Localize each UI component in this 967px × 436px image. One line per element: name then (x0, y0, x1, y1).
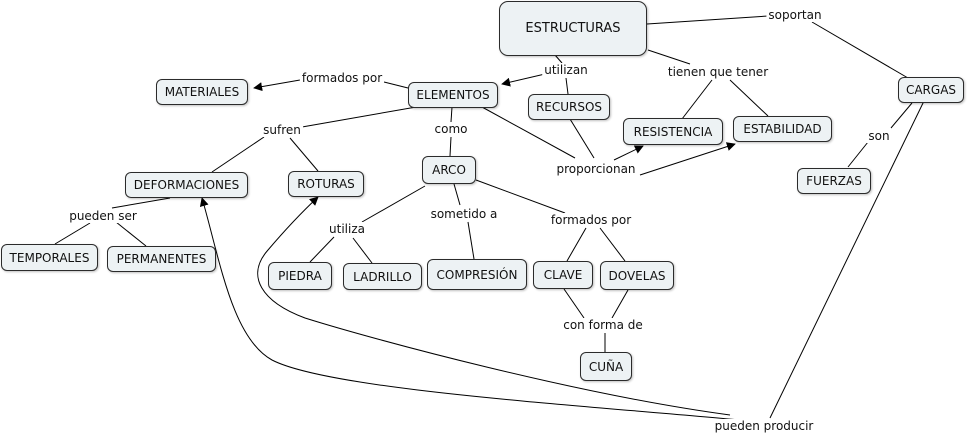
label-utiliza: utiliza (327, 222, 367, 236)
node-elementos[interactable]: ELEMENTOS (408, 82, 498, 108)
label-pueden-producir: pueden producir (712, 419, 816, 433)
link-deformaciones-pueden-ser (111, 197, 171, 209)
link-formados-clave (566, 227, 587, 262)
node-cuna[interactable]: CUÑA (580, 352, 632, 381)
link-utiliza-piedra (309, 236, 335, 263)
node-fuerzas[interactable]: FUERZAS (797, 168, 871, 194)
link-utiliza-ladrillo (352, 237, 373, 264)
link-clave-con-forma (563, 288, 585, 319)
label-formados-por-materiales: formados por (299, 71, 385, 85)
link-estructuras-soportan (646, 15, 769, 25)
link-sufren-deformaciones (211, 136, 265, 173)
link-elementos-proporcionan (481, 106, 576, 159)
node-deformaciones[interactable]: DEFORMACIONES (125, 172, 248, 198)
link-cargas-son (890, 102, 913, 129)
node-arco[interactable]: ARCO (422, 156, 476, 184)
label-pueden-ser: pueden ser (67, 209, 139, 223)
node-estabilidad[interactable]: ESTABILIDAD (733, 116, 832, 142)
link-elementos-formados (383, 81, 409, 89)
label-como: como (432, 122, 470, 136)
link-proporcionan-estabilidad (639, 142, 736, 176)
label-soportan: soportan (766, 8, 824, 22)
node-temporales[interactable]: TEMPORALES (1, 244, 98, 271)
label-tienen-que-tener: tienen que tener (665, 65, 771, 79)
link-utilizan-elementos (501, 73, 546, 87)
link-pueden-ser-temporales (54, 222, 91, 245)
link-pueden-ser-permanentes (115, 221, 147, 247)
link-formados-dovelas (599, 227, 626, 262)
node-permanentes[interactable]: PERMANENTES (107, 246, 216, 272)
link-formados-materiales (253, 79, 301, 92)
link-utilizan-recursos (565, 77, 569, 95)
label-con-forma-de: con forma de (561, 318, 645, 332)
node-estructuras[interactable]: ESTRUCTURAS (499, 1, 647, 56)
link-proporcionan-resistencia (613, 145, 644, 161)
link-elementos-como (450, 106, 453, 123)
link-arco-utiliza (361, 185, 426, 223)
label-utilizan: utilizan (542, 63, 590, 77)
link-sufren-roturas (289, 137, 319, 172)
label-sometido-a: sometido a (428, 207, 500, 221)
link-son-fuerzas (847, 141, 869, 168)
label-sufren: sufren (261, 123, 303, 137)
link-tienen-estabilidad (729, 79, 769, 117)
node-cargas[interactable]: CARGAS (898, 77, 964, 103)
link-soportan-cargas (811, 21, 909, 79)
link-dovelas-con-forma (611, 289, 629, 319)
node-piedra[interactable]: PIEDRA (268, 262, 332, 290)
link-recursos-proporcionan (569, 118, 595, 159)
node-ladrillo[interactable]: LADRILLO (343, 263, 422, 290)
node-roturas[interactable]: ROTURAS (288, 171, 364, 197)
node-compresion[interactable]: COMPRESIÓN (427, 259, 527, 290)
label-formados-por-arco: formados por (548, 213, 634, 227)
link-estructuras-utilizan (554, 54, 563, 64)
node-dovelas[interactable]: DOVELAS (600, 261, 674, 290)
link-pueden-producir-deformaciones (199, 197, 741, 421)
node-resistencia[interactable]: RESISTENCIA (623, 118, 723, 145)
link-estructuras-tienen (647, 49, 691, 65)
link-pueden-producir-roturas (257, 196, 731, 416)
label-proporcionan: proporcionan (554, 162, 638, 176)
link-arco-formados (475, 179, 566, 214)
link-cargas-pueden-producir (769, 100, 925, 419)
node-clave[interactable]: CLAVE (533, 261, 593, 289)
link-tienen-resistencia (681, 79, 713, 120)
node-recursos[interactable]: RECURSOS (528, 94, 610, 120)
link-sometido-compresion (467, 221, 475, 260)
link-como-arco (449, 136, 452, 157)
node-materiales[interactable]: MATERIALES (156, 79, 248, 105)
link-arco-sometido (453, 183, 461, 206)
label-son: son (866, 129, 892, 143)
link-elementos-sufren (301, 105, 423, 128)
